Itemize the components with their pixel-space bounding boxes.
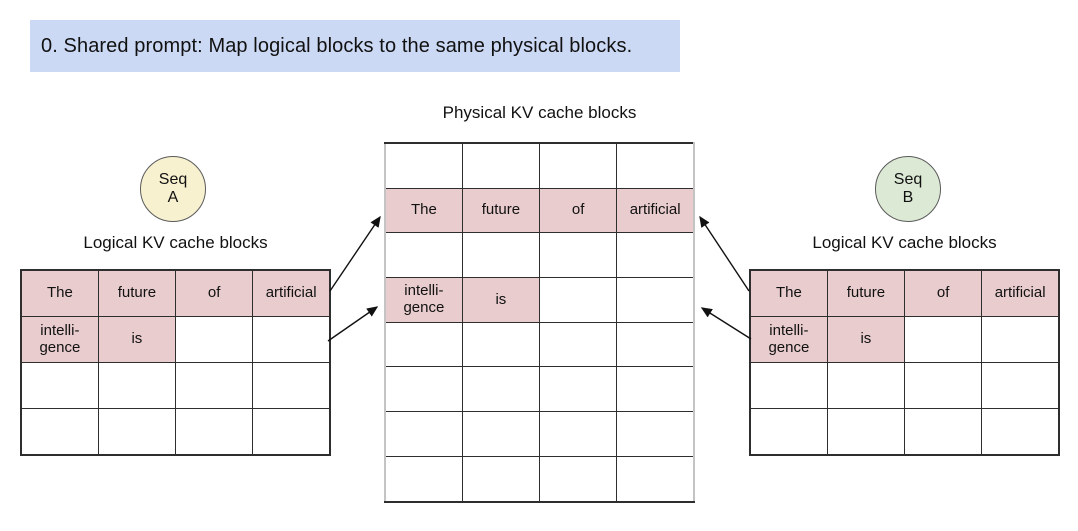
cache-block-cell: intelli- gence [20,316,99,363]
cache-block-cell: The [749,269,828,317]
cache-block-cell: The [20,269,99,317]
cache-block-cell [461,411,541,457]
seq-a-badge: Seq A [140,156,206,222]
cache-block-cell [97,408,177,456]
seq-a-table-title: Logical KV cache blocks [83,233,268,252]
table-row [384,366,695,413]
seq-b-badge: Seq B [875,156,941,222]
cache-block-cell [903,316,983,363]
cache-block-cell: future [97,269,177,317]
cache-block-cell [981,408,1060,456]
cache-block-cell [20,408,99,456]
cache-block-cell [538,321,618,368]
cache-block-cell [252,316,331,363]
cache-block-cell [749,408,828,456]
cache-block-cell: artificial [616,187,695,234]
arrow-seq-b-block0-to-physical [699,215,750,292]
cache-block-cell: artificial [981,269,1060,317]
table-row [749,362,1060,409]
cache-block-cell [538,232,618,279]
arrow-seq-a-block0-to-physical [329,215,381,292]
cache-block-cell [384,321,463,368]
cache-block-cell [616,455,695,503]
cache-block-cell [903,408,983,456]
cache-block-cell: is [826,316,906,363]
cache-block-cell [616,142,695,189]
cache-block-cell [174,362,254,409]
table-row [384,455,695,503]
cache-block-cell [174,408,254,456]
cache-block-cell [903,362,983,409]
table-row [384,142,695,189]
cache-block-cell [97,362,177,409]
cache-block-cell: future [826,269,906,317]
cache-block-cell [384,232,463,279]
cache-block-cell [384,455,463,503]
cache-block-cell [538,366,618,413]
cache-block-cell: of [903,269,983,317]
cache-block-cell [252,362,331,409]
seq-a-badge-line2: A [167,189,179,206]
cache-block-cell [616,232,695,279]
cache-block-cell [461,232,541,279]
cache-block-cell [616,366,695,413]
cache-block-cell [538,277,618,323]
cache-block-cell: artificial [252,269,331,317]
cache-block-cell: intelli- gence [384,277,463,323]
cache-block-cell: is [461,277,541,323]
cache-block-cell [616,321,695,368]
cache-block-cell: intelli- gence [749,316,828,363]
cache-block-cell [538,142,618,189]
step-banner: 0. Shared prompt: Map logical blocks to … [30,20,680,72]
cache-block-cell [538,455,618,503]
table-row [749,408,1060,456]
arrow-seq-b-block1-to-physical [700,307,752,340]
cache-block-cell [174,316,254,363]
cache-block-cell [826,362,906,409]
cache-block-cell [461,321,541,368]
cache-block-cell [749,362,828,409]
seq-b-badge-line1: Seq [893,171,923,189]
cache-block-cell [461,455,541,503]
cache-block-cell [616,277,695,323]
cache-block-cell: of [538,187,618,234]
cache-block-cell [826,408,906,456]
cache-block-cell: future [461,187,541,234]
table-row [20,408,331,456]
seq-a-badge-line1: Seq [158,171,188,189]
cache-block-cell [384,366,463,413]
table-row [20,362,331,409]
cache-block-cell [538,411,618,457]
seq-b-badge-line2: B [902,189,914,206]
table-row [384,232,695,279]
cache-block-cell [616,411,695,457]
step-banner-text: 0. Shared prompt: Map logical blocks to … [41,34,633,57]
physical-table-title: Physical KV cache blocks [442,103,637,122]
table-row [384,321,695,368]
seq-b-table-title: Logical KV cache blocks [812,233,997,252]
cache-block-cell [461,366,541,413]
cache-block-cell [20,362,99,409]
table-row [384,411,695,457]
cache-block-cell [981,316,1060,363]
cache-block-cell [384,142,463,189]
cache-block-cell [384,411,463,457]
cache-block-cell [461,142,541,189]
cache-block-cell [252,408,331,456]
cache-block-cell [981,362,1060,409]
cache-block-cell: of [174,269,254,317]
cache-block-cell: is [97,316,177,363]
cache-block-cell: The [384,187,463,234]
arrow-seq-a-block1-to-physical [327,306,379,342]
